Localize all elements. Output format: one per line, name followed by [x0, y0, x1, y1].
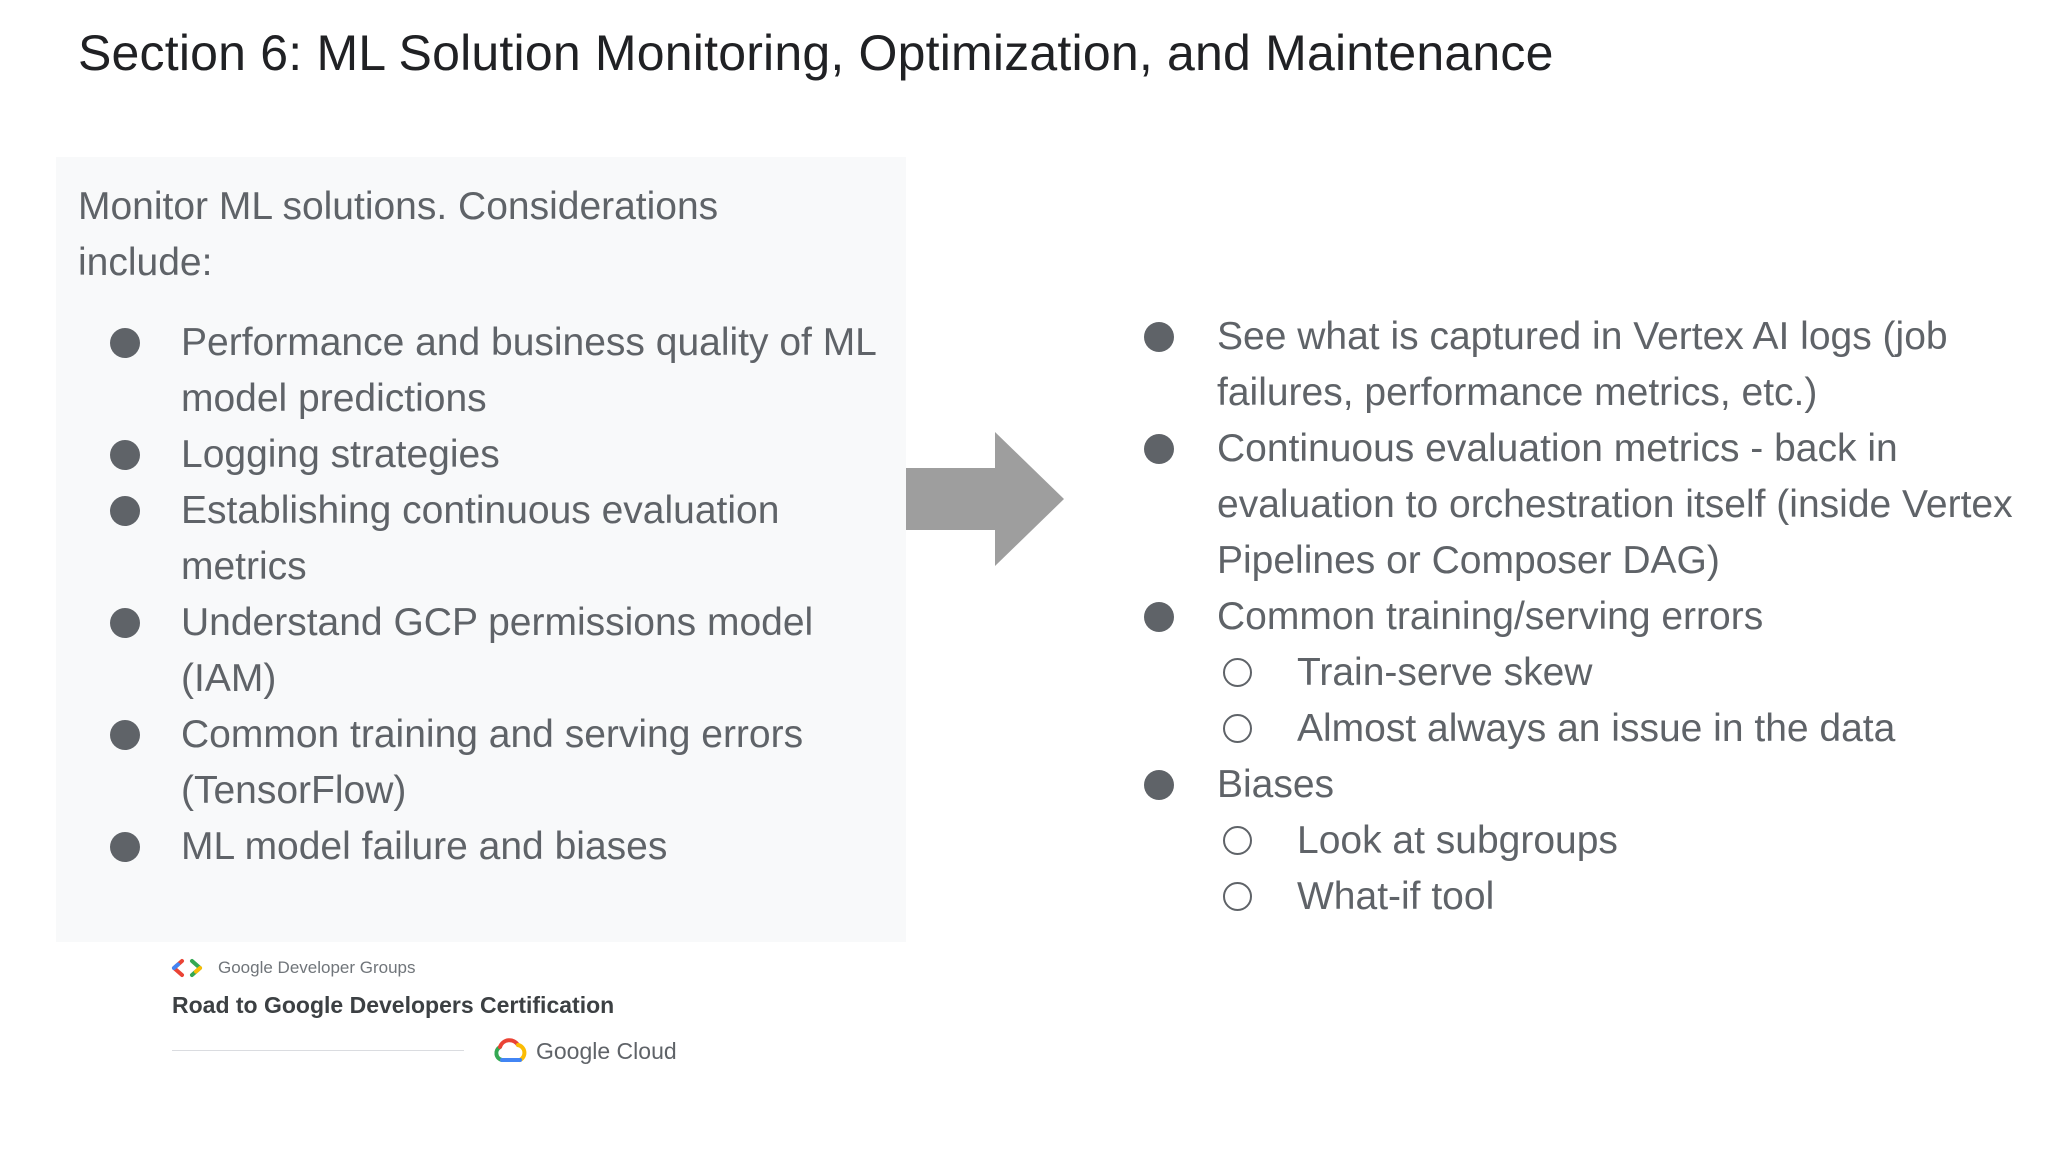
bullet-icon	[110, 328, 140, 358]
list-item: Logging strategies	[56, 427, 906, 483]
bullet-icon	[110, 440, 140, 470]
list-item-text: ML model failure and biases	[181, 825, 668, 868]
list-item-text: Continuous evaluation metrics - back in …	[1217, 427, 2013, 582]
hollow-bullet-icon	[1223, 714, 1252, 743]
list-item: See what is captured in Vertex AI logs (…	[1118, 309, 2018, 421]
bullet-icon	[110, 608, 140, 638]
bullet-icon	[1144, 770, 1174, 800]
gdg-row: Google Developer Groups	[170, 956, 416, 980]
google-cloud-row: Google Cloud	[492, 1034, 677, 1068]
list-item: Common training and serving errors (Tens…	[56, 707, 906, 819]
considerations-list: Performance and business quality of ML m…	[56, 315, 906, 875]
sub-list: Look at subgroups What-if tool	[1217, 813, 2018, 925]
right-arrow-icon	[906, 432, 1064, 566]
bullet-icon	[110, 496, 140, 526]
list-item-text: Establishing continuous evaluation metri…	[181, 489, 780, 588]
list-item: Biases Look at subgroups What-if tool	[1118, 757, 2018, 925]
sub-list-item: Look at subgroups	[1217, 813, 2018, 869]
list-item-text: See what is captured in Vertex AI logs (…	[1217, 315, 1948, 414]
sub-list-item: Train-serve skew	[1217, 645, 2018, 701]
panel-intro: Monitor ML solutions. Considerations inc…	[78, 185, 719, 284]
list-item: Continuous evaluation metrics - back in …	[1118, 421, 2018, 589]
bullet-icon	[110, 832, 140, 862]
list-item-text: Logging strategies	[181, 433, 500, 476]
sub-list-item-text: Look at subgroups	[1297, 819, 1618, 862]
sub-list: Train-serve skew Almost always an issue …	[1217, 645, 2018, 757]
slide-title: Section 6: ML Solution Monitoring, Optim…	[78, 25, 1554, 81]
list-item-text: Biases	[1217, 763, 1335, 806]
details-list: See what is captured in Vertex AI logs (…	[1118, 309, 2018, 925]
google-cloud-logo-icon	[494, 1038, 527, 1062]
list-item: Common training/serving errors Train-ser…	[1118, 589, 2018, 757]
branding-block: Google Developer Groups Road to Google D…	[170, 950, 690, 1070]
hollow-bullet-icon	[1223, 882, 1252, 911]
divider	[172, 1050, 464, 1051]
list-item-text: Common training and serving errors (Tens…	[181, 713, 804, 812]
sub-list-item-text: Almost always an issue in the data	[1297, 707, 1896, 750]
sub-list-item-text: What-if tool	[1297, 875, 1495, 918]
gdg-label: Google Developer Groups	[218, 958, 416, 977]
sub-list-item-text: Train-serve skew	[1297, 651, 1593, 694]
hollow-bullet-icon	[1223, 658, 1252, 687]
google-cloud-label: Google Cloud	[536, 1037, 677, 1064]
bullet-icon	[1144, 322, 1174, 352]
gdg-logo-icon	[172, 959, 202, 977]
considerations-panel: Monitor ML solutions. Considerations inc…	[56, 157, 906, 942]
list-item-text: Common training/serving errors	[1217, 595, 1764, 638]
hollow-bullet-icon	[1223, 826, 1252, 855]
bullet-icon	[1144, 602, 1174, 632]
list-item: Establishing continuous evaluation metri…	[56, 483, 906, 595]
sub-list-item: What-if tool	[1217, 869, 2018, 925]
sub-list-item: Almost always an issue in the data	[1217, 701, 2018, 757]
list-item: Performance and business quality of ML m…	[56, 315, 906, 427]
list-item: Understand GCP permissions model (IAM)	[56, 595, 906, 707]
list-item-text: Performance and business quality of ML m…	[181, 321, 876, 420]
bullet-icon	[1144, 434, 1174, 464]
bullet-icon	[110, 720, 140, 750]
branding-title: Road to Google Developers Certification	[172, 992, 615, 1018]
list-item-text: Understand GCP permissions model (IAM)	[181, 601, 814, 700]
list-item: ML model failure and biases	[56, 819, 906, 875]
